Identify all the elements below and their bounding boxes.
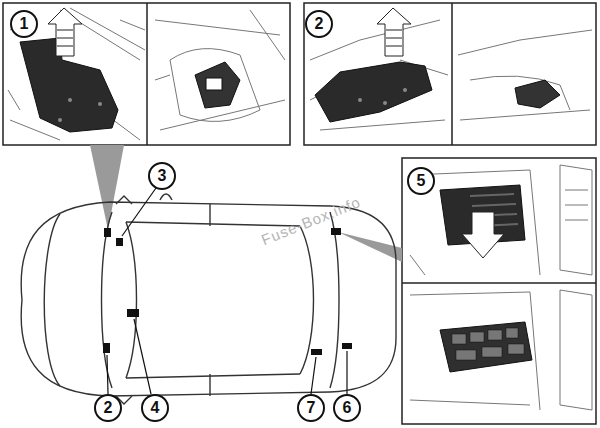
- callout-number: 5: [417, 173, 426, 189]
- callout-number: 2: [104, 400, 113, 416]
- callout-number: 7: [307, 400, 316, 416]
- callout-number: 2: [315, 16, 324, 32]
- watermark: Fuse-Box.info: [259, 193, 363, 248]
- callout-number: 4: [151, 400, 160, 416]
- callout-circle: 6: [333, 394, 361, 422]
- callout-number: 6: [343, 400, 352, 416]
- callout-number: 1: [20, 16, 29, 32]
- callout-circle: 1: [10, 10, 38, 38]
- callout-circle: 7: [297, 394, 325, 422]
- callout-circle: 4: [141, 394, 169, 422]
- callout-circle: 3: [148, 162, 176, 190]
- callout-circle: 2: [305, 10, 333, 38]
- callout-circle: 2: [94, 394, 122, 422]
- callout-circle: 5: [407, 167, 435, 195]
- callout-number: 3: [158, 168, 167, 184]
